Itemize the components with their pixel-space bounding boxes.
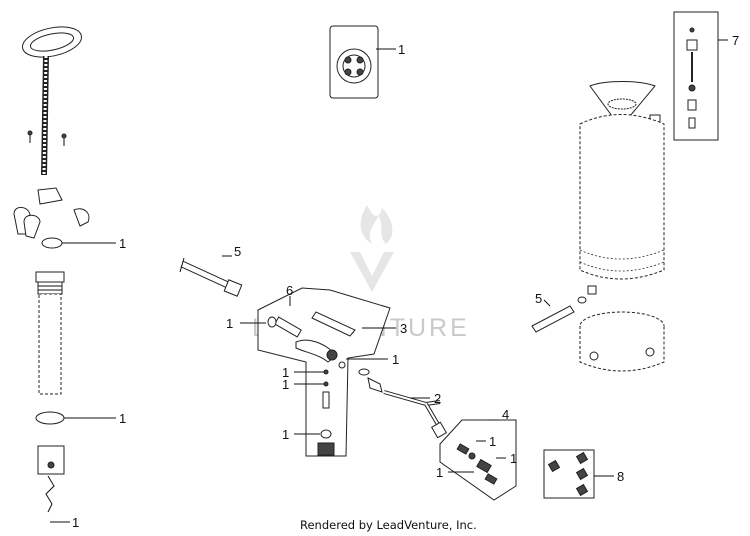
callout-oring-left: 1 bbox=[226, 316, 233, 331]
callout-seal-a: 1 bbox=[282, 365, 289, 380]
callout-nozzles-8: 8 bbox=[617, 469, 624, 484]
sprayer-tank bbox=[579, 81, 665, 295]
decal-card bbox=[329, 25, 379, 99]
callout-seal-c: 1 bbox=[282, 427, 289, 442]
tube-5-part bbox=[531, 296, 587, 333]
callouts: 1 7 1 5 6 1 3 1 1 1 1 2 4 1 1 1 1 bbox=[50, 33, 739, 530]
footer-credit: Rendered by LeadVenture, Inc. bbox=[300, 518, 477, 532]
pump-handle-assembly bbox=[13, 26, 90, 239]
callout-wand-2: 2 bbox=[434, 391, 441, 406]
callout-decal: 1 bbox=[398, 42, 405, 57]
callout-kit-7: 7 bbox=[732, 33, 739, 48]
pump-cylinder bbox=[35, 271, 65, 395]
watermark-logo bbox=[350, 205, 394, 292]
callout-oring-valve: 1 bbox=[392, 352, 399, 367]
callout-gasket-top: 1 bbox=[119, 236, 126, 251]
callout-gasket-pump: 1 bbox=[119, 411, 126, 426]
wand-2-part bbox=[358, 368, 448, 439]
callout-nozzle-a: 1 bbox=[489, 434, 496, 449]
relief-valve-box bbox=[37, 445, 65, 513]
hose-5-part bbox=[179, 257, 243, 297]
callout-nozzle-c: 1 bbox=[436, 465, 443, 480]
callout-pin-6: 6 bbox=[286, 283, 293, 298]
tank-base-ring bbox=[579, 311, 665, 372]
nozzle-kit-4-box bbox=[439, 419, 517, 501]
callout-nozzle-b: 1 bbox=[510, 451, 517, 466]
gasket-pump-part bbox=[35, 411, 65, 425]
nozzles-8-box bbox=[543, 449, 595, 499]
gasket-top-part bbox=[41, 237, 63, 249]
callout-seal-b: 1 bbox=[282, 377, 289, 392]
callout-kit-3: 3 bbox=[400, 321, 407, 336]
callout-relief-valve: 1 bbox=[72, 515, 79, 530]
callout-nozzle-kit-4: 4 bbox=[502, 407, 509, 422]
kit-7-box bbox=[673, 11, 719, 141]
callout-hose-5: 5 bbox=[234, 244, 241, 259]
callout-tube-5: 5 bbox=[535, 291, 542, 306]
